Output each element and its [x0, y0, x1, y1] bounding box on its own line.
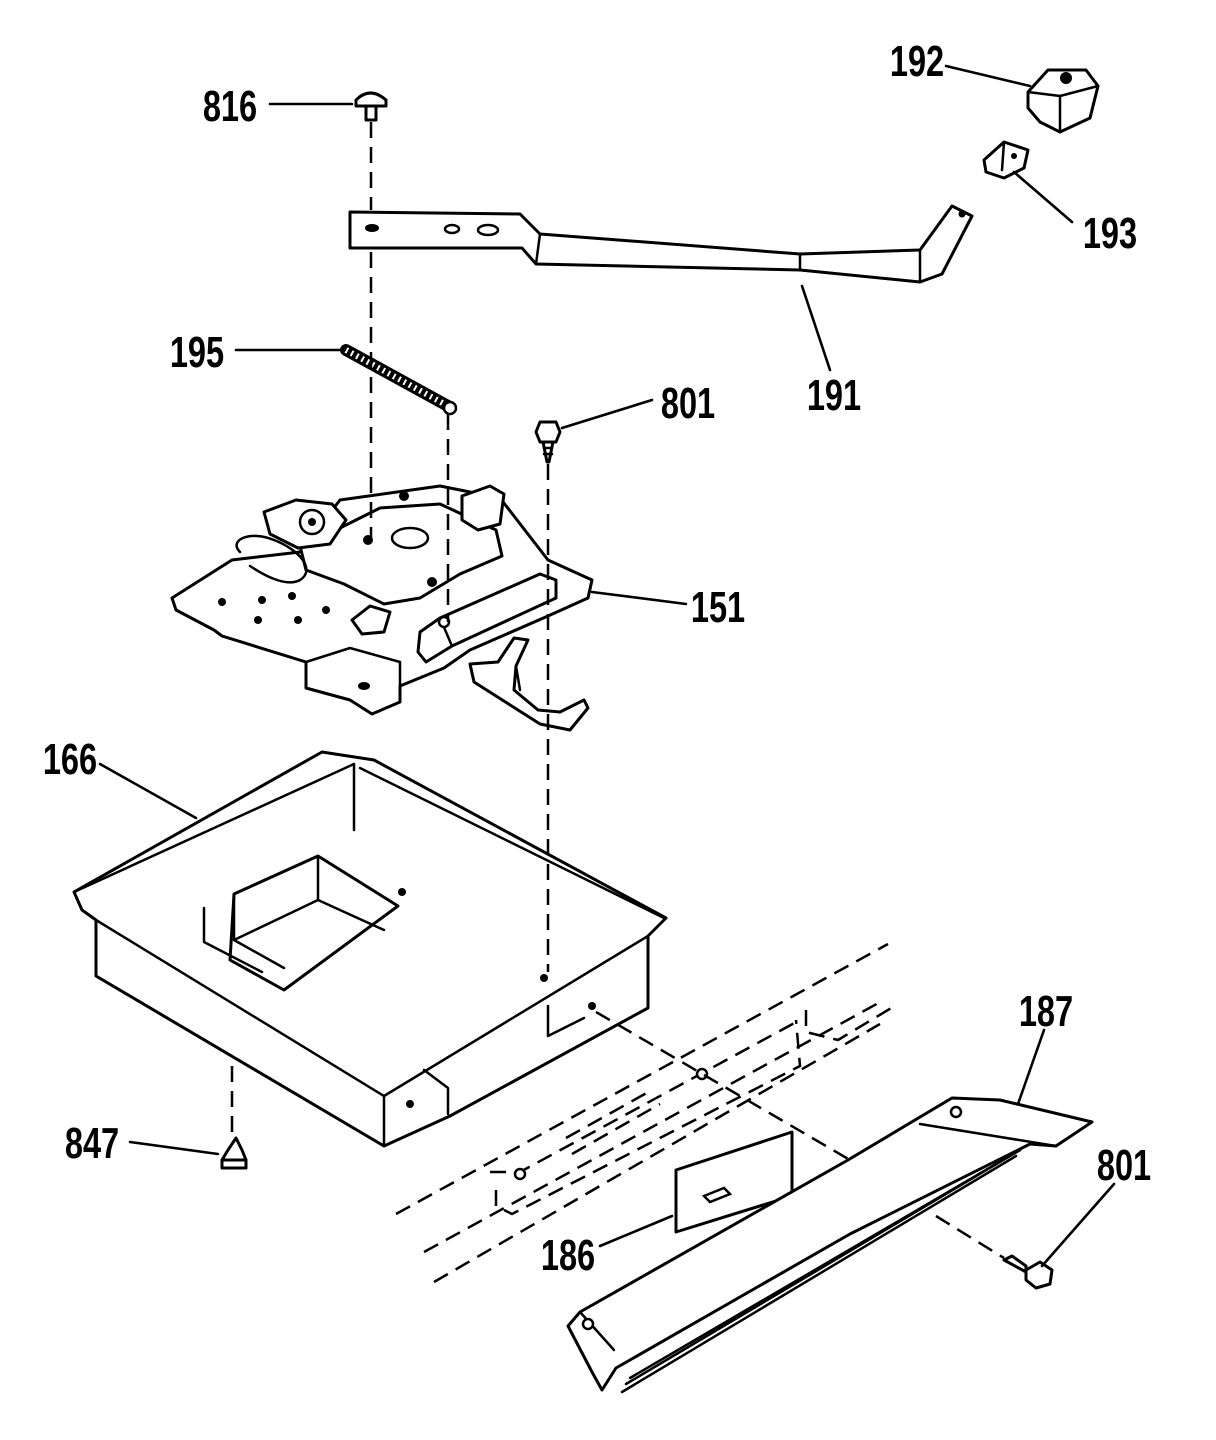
callout-193: 193: [1083, 209, 1137, 258]
callout-195: 195: [170, 328, 224, 377]
callout-801-top: 801: [661, 379, 715, 428]
leader-lines: [98, 64, 1116, 1268]
screw-816: [354, 91, 388, 122]
screw-801-bottom: [1002, 1254, 1054, 1290]
screw-847: [220, 1136, 248, 1170]
callout-801-bottom: 801: [1097, 1141, 1151, 1190]
clip-193: [982, 140, 1030, 180]
callout-186: 186: [541, 1231, 595, 1280]
callout-816: 816: [203, 82, 257, 131]
knob-192: [1026, 68, 1100, 134]
screw-801-top: [534, 420, 562, 464]
frame-phantom: [395, 942, 899, 1284]
callout-labels: 816 192 193 191 195 801 151 166 187 801 …: [43, 37, 1151, 1280]
assembly-lines: [230, 122, 1005, 1260]
callout-192: 192: [890, 37, 944, 86]
tray-166: [72, 750, 668, 1148]
plate-186: [674, 1130, 794, 1234]
callout-151: 151: [691, 583, 745, 632]
callout-191: 191: [807, 371, 861, 420]
callout-187: 187: [1019, 987, 1073, 1036]
callout-166: 166: [43, 735, 97, 784]
bracket-187: [566, 1096, 1094, 1394]
latch-assembly-151: [170, 484, 594, 732]
bracket-arm-191: [348, 204, 974, 284]
callout-847: 847: [65, 1119, 119, 1168]
spring-195: [340, 344, 458, 416]
